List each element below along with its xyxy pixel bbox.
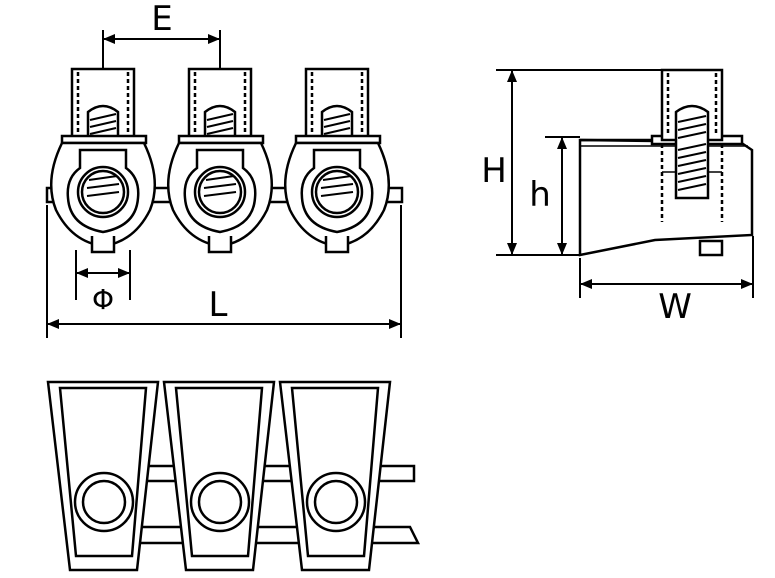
label-h-lower: h xyxy=(529,175,551,215)
bottom-terminal xyxy=(46,380,160,572)
side-body xyxy=(578,138,754,257)
label-w: W xyxy=(658,287,692,327)
front-terminal xyxy=(50,67,156,254)
front-view xyxy=(45,67,404,254)
label-phi: Φ xyxy=(92,283,114,316)
label-l: L xyxy=(209,285,228,325)
side-bottom-tab xyxy=(698,239,724,257)
front-terminal xyxy=(283,67,391,254)
front-terminal xyxy=(166,67,274,254)
front-dimensions xyxy=(46,30,402,338)
label-e: E xyxy=(151,0,172,39)
label-h-upper: H xyxy=(481,151,507,191)
side-dimensions xyxy=(496,69,754,298)
bottom-view xyxy=(46,380,421,572)
side-view xyxy=(578,68,754,257)
